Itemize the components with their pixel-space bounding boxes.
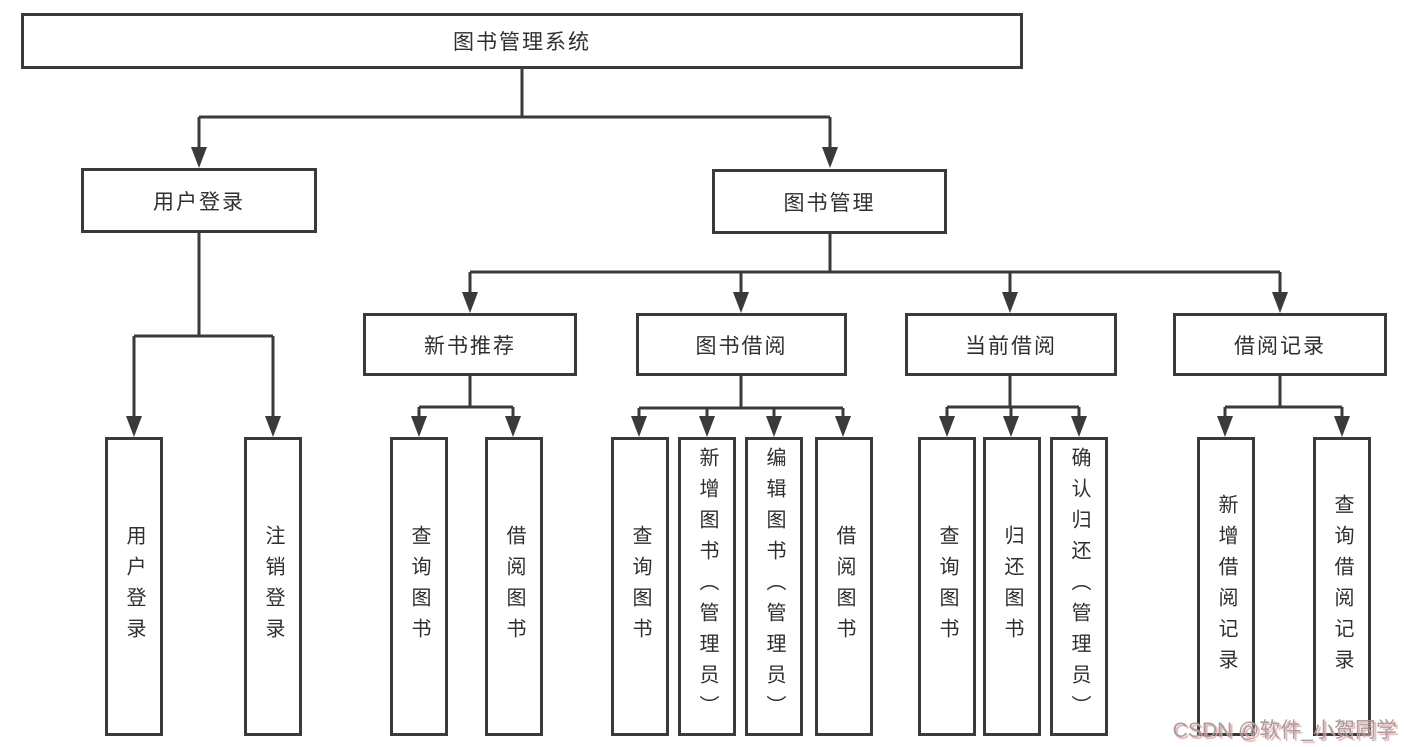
leaf-query-books-current: 查询图书 xyxy=(918,437,976,736)
leaf-logout: 注销登录 xyxy=(244,437,302,736)
node-current-borrowing: 当前借阅 xyxy=(905,313,1117,376)
leaf-add-book-admin: 新增图书（管理员） xyxy=(678,437,736,736)
node-new-book-recommend-label: 新书推荐 xyxy=(424,334,516,358)
node-user-login-label: 用户登录 xyxy=(153,190,245,214)
leaf-query-books-borrowing: 查询图书 xyxy=(611,437,669,736)
leaf-return-book-label: 归还图书 xyxy=(1001,524,1023,649)
node-book-management: 图书管理 xyxy=(712,169,947,234)
leaf-borrow-books-recommend-label: 借阅图书 xyxy=(503,524,525,649)
leaf-user-login-label: 用户登录 xyxy=(123,524,145,649)
leaf-query-books-recommend-label: 查询图书 xyxy=(408,524,430,649)
leaf-confirm-return-admin-label: 确认归还（管理员） xyxy=(1068,447,1090,726)
leaf-return-book: 归还图书 xyxy=(983,437,1041,736)
node-borrowing-records-label: 借阅记录 xyxy=(1234,334,1326,358)
node-new-book-recommend: 新书推荐 xyxy=(363,313,577,376)
node-book-borrowing: 图书借阅 xyxy=(636,313,847,376)
node-root-label: 图书管理系统 xyxy=(453,31,591,54)
leaf-query-books-current-label: 查询图书 xyxy=(936,524,958,649)
leaf-add-borrow-record-label: 新增借阅记录 xyxy=(1215,493,1237,680)
node-book-management-label: 图书管理 xyxy=(783,191,876,215)
node-current-borrowing-label: 当前借阅 xyxy=(965,334,1057,358)
leaf-query-borrow-record-label: 查询借阅记录 xyxy=(1331,493,1353,680)
leaf-query-books-recommend: 查询图书 xyxy=(390,437,448,736)
leaf-borrow-books-recommend: 借阅图书 xyxy=(485,437,543,736)
leaf-add-book-admin-label: 新增图书（管理员） xyxy=(696,447,718,726)
leaf-add-borrow-record: 新增借阅记录 xyxy=(1197,437,1255,736)
leaf-query-borrow-record: 查询借阅记录 xyxy=(1313,437,1371,736)
leaf-borrow-books-borrowing-label: 借阅图书 xyxy=(833,524,855,649)
leaf-edit-book-admin: 编辑图书（管理员） xyxy=(745,437,803,736)
node-user-login: 用户登录 xyxy=(81,168,317,233)
node-book-borrowing-label: 图书借阅 xyxy=(695,334,788,358)
node-root: 图书管理系统 xyxy=(21,13,1023,69)
csdn-watermark: CSDN @软件_小贺同学 xyxy=(1172,719,1397,742)
leaf-confirm-return-admin: 确认归还（管理员） xyxy=(1050,437,1108,736)
leaf-query-books-borrowing-label: 查询图书 xyxy=(629,524,651,649)
leaf-borrow-books-borrowing: 借阅图书 xyxy=(815,437,873,736)
leaf-user-login: 用户登录 xyxy=(105,437,163,736)
leaf-edit-book-admin-label: 编辑图书（管理员） xyxy=(763,447,785,726)
node-borrowing-records: 借阅记录 xyxy=(1173,313,1387,376)
leaf-logout-label: 注销登录 xyxy=(262,524,284,649)
